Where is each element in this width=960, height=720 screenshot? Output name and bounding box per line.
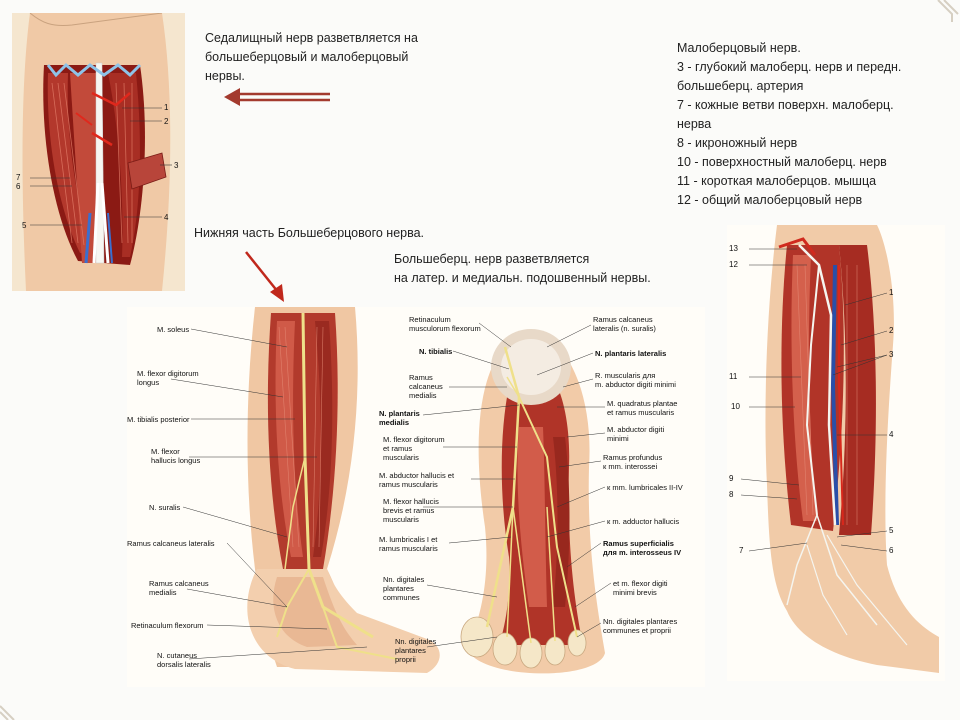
fig2-label-m-flexor-digitorum-ramus: M. flexor digitorum et ramus muscularis xyxy=(383,435,445,462)
peroneal-legend-line-3: большеберц. артерия xyxy=(677,79,804,93)
fig2-label-n-tibialis: N. tibialis xyxy=(419,347,453,356)
down-right-arrow-icon xyxy=(240,248,290,304)
fig2-label-m-lumbricalis-i: M. lumbricalis I et ramus muscularis xyxy=(379,535,438,553)
fig3-number-12: 12 xyxy=(729,260,738,269)
caption-tibial-branch-line-1: Большеберц. нерв разветвляется xyxy=(394,252,590,266)
fig1-number-2: 2 xyxy=(164,117,169,126)
peroneal-legend-line-6: 8 - икроножный нерв xyxy=(677,136,798,150)
fig3-number-1: 1 xyxy=(889,288,894,297)
fig1-number-6: 6 xyxy=(16,182,21,191)
fig2-label-n-plantaris-medialis: N. plantaris medialis xyxy=(379,409,420,427)
caption-tibial-lower: Нижняя часть Большеберцового нерва. xyxy=(194,226,425,240)
fig2-label-m-flexor-digitorum-longus: M. flexor digitorum longus xyxy=(137,369,199,387)
fig1-number-7: 7 xyxy=(16,173,21,182)
sciatic-nerve-figure: 1 2 3 4 7 6 5 xyxy=(12,13,185,291)
corner-decoration-bottom-left xyxy=(0,698,30,720)
peroneal-legend-line-5: нерва xyxy=(677,117,712,131)
fig1-number-3: 3 xyxy=(174,161,179,170)
fig2-label-m-flexor-hallucis-longus: M. flexor hallucis longus xyxy=(151,447,201,465)
fig2-label-m-adductor-hallucis: к m. adductor hallucis xyxy=(607,517,680,526)
fig1-number-1: 1 xyxy=(164,103,169,112)
fig2-label-mm-lumbricales-ii-iv: к mm. lumbricales II-IV xyxy=(607,483,683,492)
peroneal-legend-line-2: 3 - глубокий малоберц. нерв и передн. xyxy=(677,60,902,74)
fig3-number-11: 11 xyxy=(729,372,738,381)
peroneal-legend-line-4: 7 - кожные ветви поверхн. малоберц. xyxy=(677,98,894,112)
tibial-nerve-figure: M. soleus M. flexor digitorum longus M. … xyxy=(127,307,705,687)
fig2-label-m-soleus: M. soleus xyxy=(157,325,190,334)
fig3-number-10: 10 xyxy=(731,402,740,411)
peroneal-nerve-figure: 13 12 11 10 9 8 7 1 2 3 4 5 6 xyxy=(727,225,945,681)
caption-sciatic-line-3: нервы. xyxy=(205,69,245,83)
fig2-label-nn-digitales-plantares-communes: Nn. digitales plantares communes xyxy=(383,575,425,602)
fig2-label-ramus-profundus: Ramus profundus к mm. interossei xyxy=(603,453,663,471)
fig2-label-ramus-calcaneus-medialis: Ramus calcaneus medialis xyxy=(149,579,209,597)
fig2-label-nn-digitales-plantares-communes-proprii: Nn. digitales plantares communes et prop… xyxy=(603,617,678,635)
fig3-number-4: 4 xyxy=(889,430,894,439)
fig3-number-5: 5 xyxy=(889,526,894,535)
fig2-label-n-plantaris-lateralis: N. plantaris lateralis xyxy=(595,349,667,358)
fig3-number-13: 13 xyxy=(729,244,738,253)
fig1-number-5: 5 xyxy=(22,221,27,230)
fig2-label-ramus-calcaneus-medialis-foot: Ramus calcaneus medialis xyxy=(409,373,443,400)
caption-tibial-branch-line-2: на латер. и медиальн. подошвенный нервы. xyxy=(394,271,651,285)
fig3-number-8: 8 xyxy=(729,490,734,499)
fig2-label-ramus-calcaneus-lateralis-suralis: Ramus calcaneus lateralis (n. suralis) xyxy=(593,315,656,333)
peroneal-legend-line-8: 11 - короткая малоберцов. мышца xyxy=(677,174,877,188)
fig2-label-ramus-superficialis: Ramus superficialis для m. interosseus I… xyxy=(603,539,682,557)
corner-decoration-top-right xyxy=(930,0,960,22)
fig2-label-m-flexor-digiti-minimi-brevis: et m. flexor digiti minimi brevis xyxy=(613,579,668,597)
peroneal-legend-line-7: 10 - поверхностный малоберц. нерв xyxy=(677,155,887,169)
fig2-label-ramus-calcaneus-lateralis: Ramus calcaneus lateralis xyxy=(127,539,215,548)
fig2-label-n-suralis: N. suralis xyxy=(149,503,181,512)
fig2-label-r-muscularis-abductor-digiti-minimi: R. muscularis для m. abductor digiti min… xyxy=(595,371,676,389)
peroneal-legend-line-9: 12 - общий малоберцовый нерв xyxy=(677,193,863,207)
fig2-label-m-abductor-hallucis: M. abductor hallucis et ramus muscularis xyxy=(379,471,455,489)
fig3-number-6: 6 xyxy=(889,546,894,555)
fig3-number-2: 2 xyxy=(889,326,894,335)
fig2-label-nn-digitales-plantares-proprii: Nn. digitales plantares proprii xyxy=(395,637,437,664)
fig2-label-m-quadratus-plantae: M. quadratus plantae et ramus muscularis xyxy=(607,399,678,417)
fig2-label-m-flexor-hallucis-brevis: M. flexor hallucis brevis et ramus muscu… xyxy=(383,497,439,524)
fig2-label-n-cutaneus-dorsalis-lateralis: N. cutaneus dorsalis lateralis xyxy=(157,651,211,669)
left-arrow-icon xyxy=(222,86,334,108)
fig2-label-m-abductor-digiti-minimi: M. abductor digiti minimi xyxy=(607,425,665,443)
fig1-number-4: 4 xyxy=(164,213,169,222)
fig2-label-retinaculum-musculorum-flexorum: Retinaculum musculorum flexorum xyxy=(409,315,481,333)
caption-sciatic-line-1: Седалищный нерв разветвляется на xyxy=(205,31,418,45)
fig3-number-3: 3 xyxy=(889,350,894,359)
fig2-label-retinaculum-flexorum: Retinaculum flexorum xyxy=(131,621,204,630)
peroneal-legend-line-1: Малоберцовый нерв. xyxy=(677,41,801,55)
fig3-number-7: 7 xyxy=(739,546,744,555)
fig2-label-m-tibialis-posterior: M. tibialis posterior xyxy=(127,415,190,424)
caption-sciatic-line-2: большеберцовый и малоберцовый xyxy=(205,50,409,64)
fig3-number-9: 9 xyxy=(729,474,734,483)
